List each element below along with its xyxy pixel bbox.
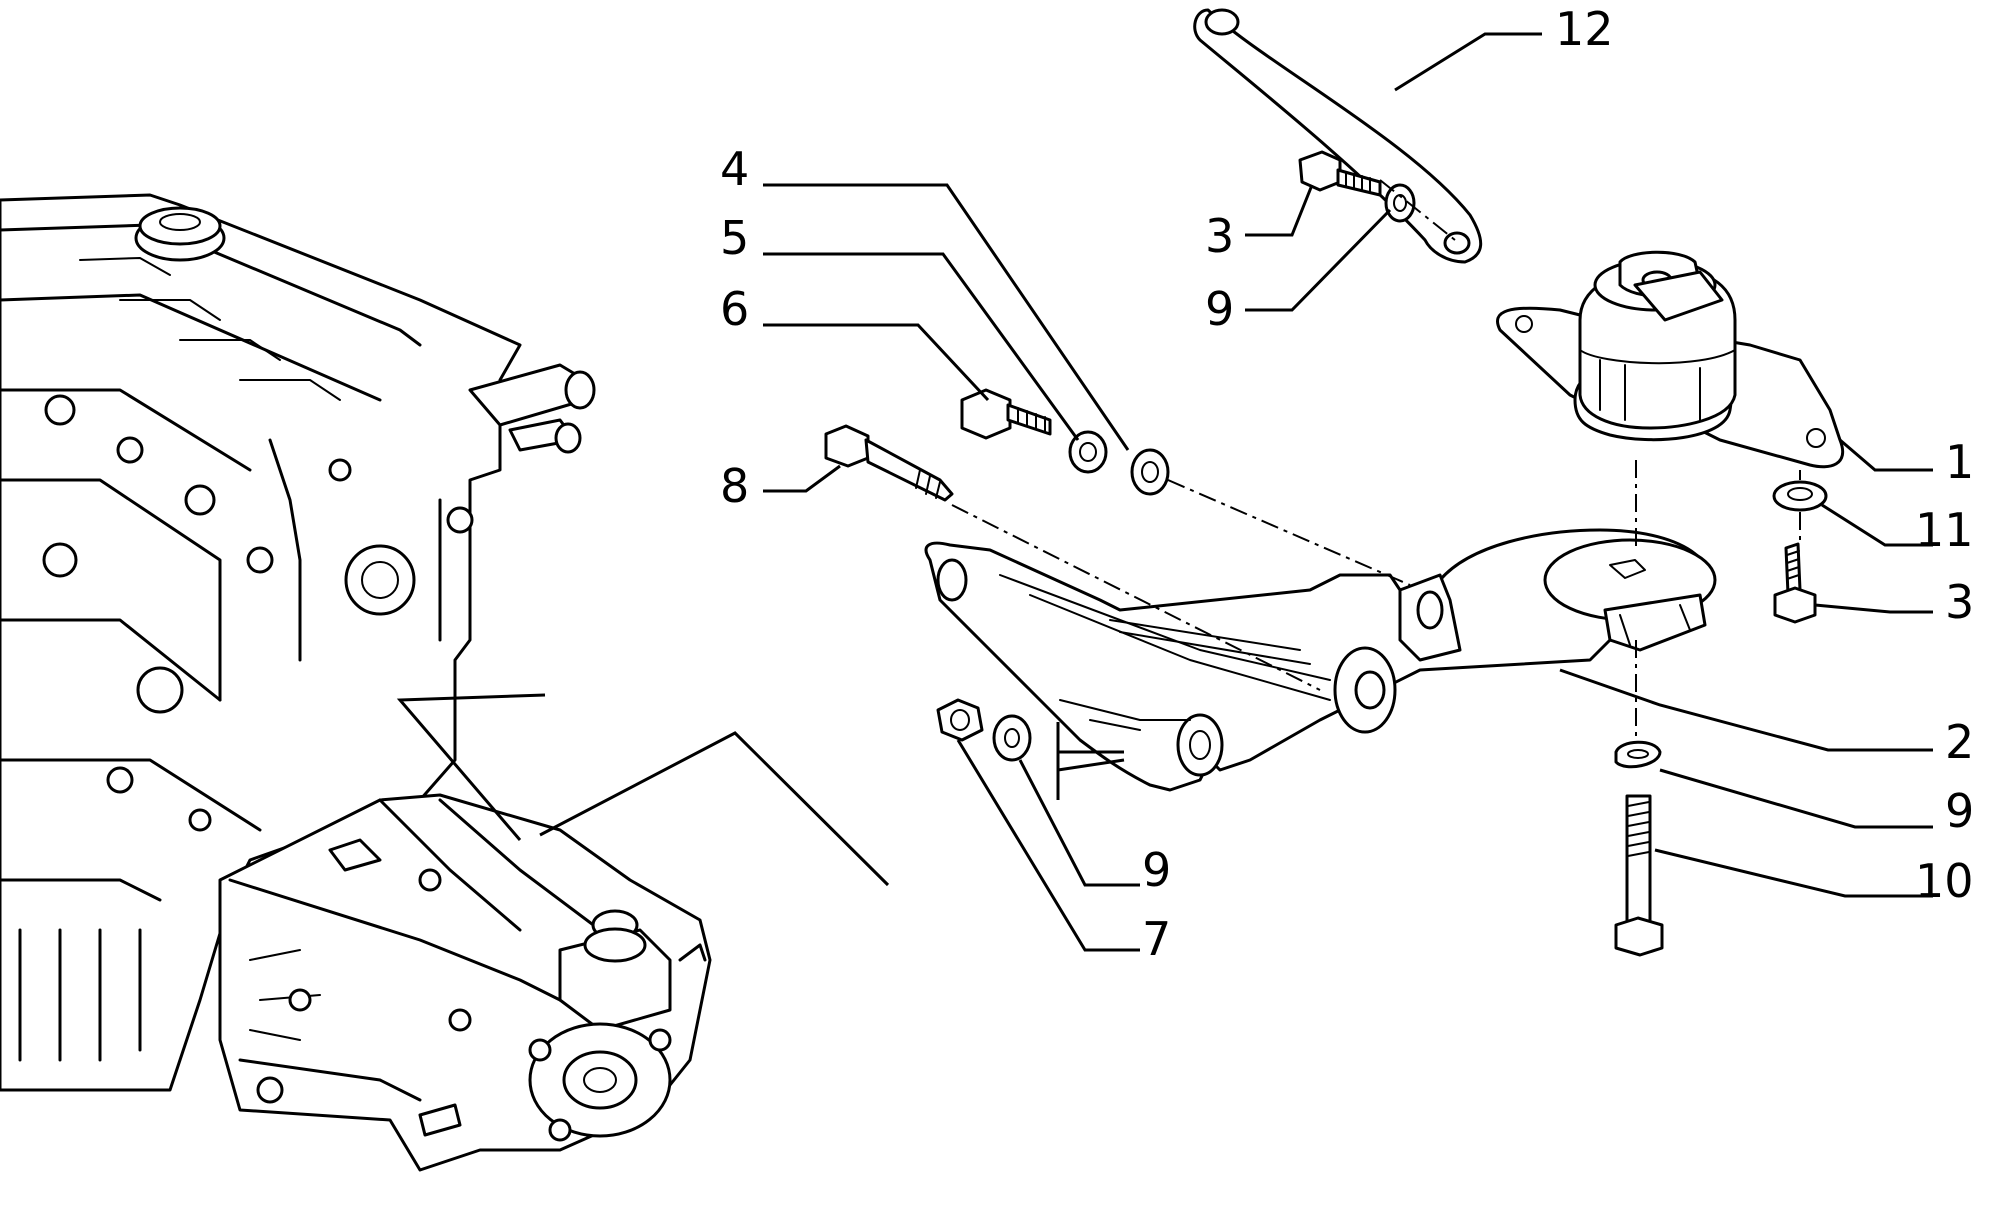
bracket-2 [924, 528, 1717, 792]
callout-6: 6 [720, 282, 749, 336]
gearbox-pointer-line-upper [396, 693, 546, 841]
callout-3-right: 3 [1945, 575, 1974, 629]
callout-2: 2 [1945, 715, 1974, 769]
callout-3-top: 3 [1205, 209, 1234, 263]
bolt-3-right [1773, 542, 1817, 624]
bolt-6 [960, 388, 1052, 440]
leader-lines [763, 32, 1933, 952]
callout-5: 5 [720, 211, 749, 265]
gearbox [218, 793, 712, 1172]
bolt-10 [1614, 794, 1664, 957]
washer-4 [1130, 448, 1170, 496]
callout-10: 10 [1915, 854, 1974, 908]
bolt-8 [824, 424, 954, 502]
washer-9-right [1614, 740, 1662, 769]
callout-11: 11 [1915, 503, 1974, 557]
callout-4: 4 [720, 142, 749, 196]
gearbox-pointer-line-lower [539, 731, 890, 887]
callout-9-top: 9 [1205, 282, 1234, 336]
bolt-3-top [1298, 150, 1382, 197]
alignment-lines [951, 179, 1801, 740]
washer-5 [1068, 430, 1108, 474]
engine-mount-1 [1496, 250, 1845, 469]
callout-8: 8 [720, 459, 749, 513]
washer-9-top [1384, 183, 1416, 223]
engine-block [0, 193, 596, 1092]
callout-9-bottom: 9 [1142, 843, 1171, 897]
washer-11 [1772, 480, 1828, 512]
link-rod-12 [1193, 8, 1483, 264]
callout-12: 12 [1555, 2, 1614, 56]
callout-7: 7 [1142, 912, 1171, 966]
callout-1: 1 [1945, 435, 1974, 489]
washer-9-bottom [992, 714, 1032, 762]
nut-7 [936, 698, 984, 742]
callout-9-right: 9 [1945, 784, 1974, 838]
